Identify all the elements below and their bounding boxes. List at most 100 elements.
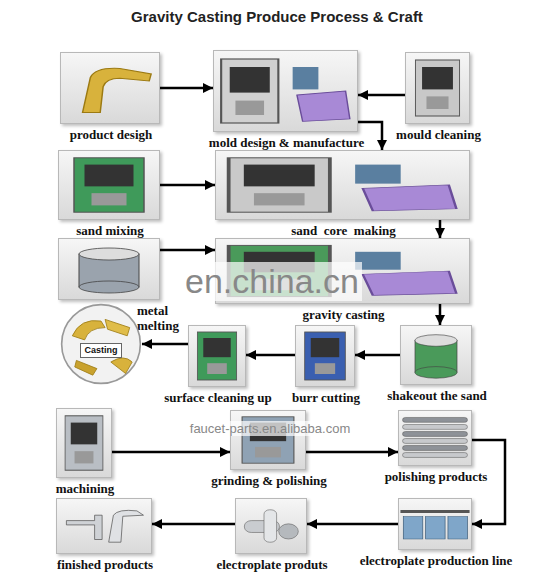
machine-panel <box>426 96 448 109</box>
step-caption: mold design & manufacture <box>209 135 364 150</box>
drum-base <box>415 367 457 379</box>
step-caption: machining <box>56 481 115 496</box>
mold-part <box>355 252 401 270</box>
machine-panel <box>75 451 94 463</box>
mold-part <box>363 271 457 295</box>
cast-part <box>72 321 105 340</box>
machine-window <box>71 423 97 445</box>
drum-top <box>79 248 139 260</box>
step-illustration <box>59 239 159 299</box>
drum-top <box>415 335 457 347</box>
step-illustration <box>231 411 305 469</box>
process-box: electroplate produts <box>235 498 307 554</box>
plating-tank <box>448 517 467 540</box>
step-caption: shakeout the sand <box>387 388 487 403</box>
finished-tap <box>66 515 102 539</box>
flow-arrow <box>152 523 235 526</box>
step-illustration <box>296 326 354 386</box>
process-box: mold design & manufacture <box>213 50 358 132</box>
machine-body <box>65 416 103 470</box>
step-illustration <box>399 499 471 549</box>
machine-body <box>229 158 330 212</box>
process-box: shakeout the sand <box>400 325 472 385</box>
finished-tap <box>109 510 144 542</box>
process-box: product desigh <box>60 52 160 124</box>
machine-panel <box>92 193 127 205</box>
process-box: mould cleaning <box>405 52 470 124</box>
process-box: sand core making <box>215 150 470 220</box>
flow-arrow <box>355 354 400 357</box>
step-illustration <box>406 53 469 123</box>
step-caption: sand core making <box>291 223 396 238</box>
step-illustration <box>399 411 471 465</box>
machine-panel <box>207 363 227 374</box>
step-caption: electroplate production line <box>360 553 513 568</box>
step-illustration <box>189 326 245 386</box>
step-caption: gravity casting <box>303 307 385 322</box>
watermark: en.china.cn <box>182 262 362 301</box>
machine-body <box>197 332 236 380</box>
machine-window <box>230 67 270 93</box>
step-caption: finished products <box>57 557 153 572</box>
cast-part <box>111 358 132 374</box>
casting-circle-outline <box>62 305 141 384</box>
process-box: sand mixing <box>58 150 160 220</box>
flow-arrow <box>160 249 215 252</box>
drum-base <box>79 281 139 293</box>
flow-arrow <box>160 184 215 187</box>
machine-body <box>74 158 144 212</box>
machine-panel <box>254 193 305 205</box>
machine-window <box>203 338 230 357</box>
machine-panel <box>315 363 335 374</box>
step-caption: Casting <box>80 343 121 358</box>
process-box: burr cutting <box>295 325 355 387</box>
step-caption: grinding & polishing <box>211 473 327 488</box>
plated-part <box>264 510 277 542</box>
mold-part <box>355 165 401 184</box>
polished-rod <box>403 432 468 437</box>
flow-arrow <box>439 220 442 238</box>
step-caption: polishing products <box>385 469 488 484</box>
faucet-model <box>83 68 152 112</box>
diagram-title: Gravity Casting Produce Process & Craft <box>0 8 554 25</box>
cast-part <box>105 319 130 335</box>
mold-part <box>297 91 350 121</box>
step-caption: product desigh <box>70 127 152 142</box>
process-box: grinding & polishing <box>230 410 306 470</box>
flow-arrow <box>142 343 188 346</box>
machine-window <box>244 165 315 187</box>
step-illustration <box>57 409 111 477</box>
step-caption: surface cleaning up <box>164 390 272 405</box>
flow-arrow <box>112 451 230 454</box>
step-illustration <box>401 326 471 384</box>
machine-window <box>311 338 339 357</box>
polished-rod <box>403 425 468 430</box>
machine-panel <box>235 101 264 115</box>
process-box: finished products <box>56 498 152 554</box>
step-illustration <box>59 151 159 219</box>
step-illustration <box>214 51 357 131</box>
process-box: electroplate production line <box>398 498 472 550</box>
step-caption: electroplate produts <box>216 557 327 572</box>
step-caption: burr cutting <box>292 390 360 405</box>
machine-panel <box>255 447 281 457</box>
process-box: metal melting <box>58 238 160 300</box>
mold-part <box>293 67 319 89</box>
step-illustration <box>216 151 469 219</box>
flow-arrow <box>439 304 442 325</box>
process-box: polishing products <box>398 410 472 466</box>
watermark: faucet-parts.en.alibaba.com <box>187 421 353 436</box>
machine-window <box>85 165 134 187</box>
polished-rod <box>403 446 468 451</box>
cast-part <box>75 360 97 375</box>
plating-tank <box>403 517 422 540</box>
step-caption: sand mixing <box>76 223 144 238</box>
machine-window <box>422 67 453 89</box>
flow-arrow <box>246 354 295 357</box>
mold-part <box>363 185 457 211</box>
polished-rod <box>403 439 468 444</box>
flow-arrow <box>358 94 405 97</box>
step-illustration <box>61 53 159 123</box>
machine-body <box>305 332 346 380</box>
step-caption: mould cleaning <box>396 127 481 142</box>
